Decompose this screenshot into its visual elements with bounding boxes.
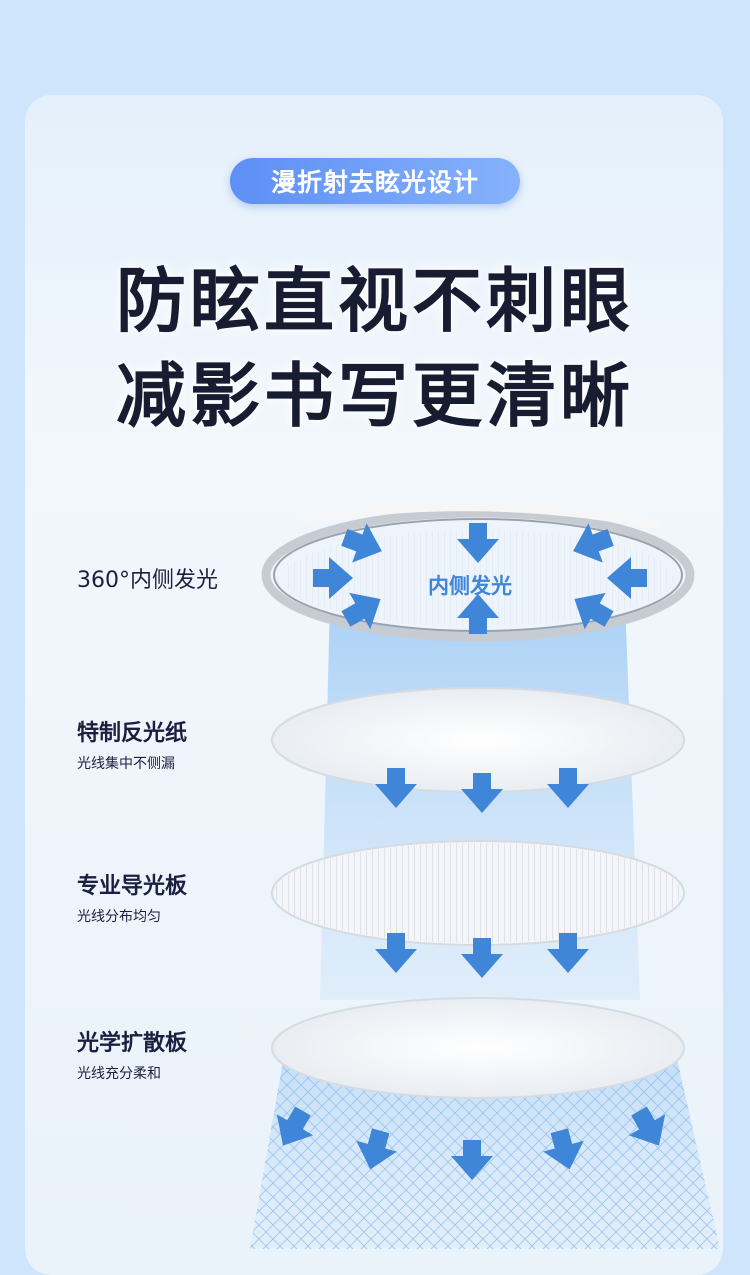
feature-badge: 漫折射去眩光设计 [230,158,520,204]
layer-subtitle: 光线充分柔和 [77,1066,161,1082]
layer-label-led: 360°内侧发光 [77,562,218,594]
layer-title: 专业导光板 [77,874,188,899]
layer-label-diffuser: 光学扩散板 光线充分柔和 [77,1025,187,1083]
layer-title: 360°内侧发光 [77,568,218,593]
diffuser-plate-disc [271,997,685,1099]
layer-subtitle: 光线分布均匀 [77,909,161,925]
layer-label-reflective: 特制反光纸 光线集中不侧漏 [77,715,187,773]
layer-subtitle: 光线集中不侧漏 [77,756,175,772]
headline-line-1: 防眩直视不刺眼 [116,260,634,342]
layer-title: 光学扩散板 [77,1031,188,1056]
headline-line-2: 减影书写更清晰 [116,355,634,437]
layer-label-guide: 专业导光板 光线分布均匀 [77,868,187,926]
layer-illustration [250,501,720,1249]
led-ring-layer [261,501,695,642]
inner-glow-label: 内侧发光 [428,574,512,598]
layer-title: 特制反光纸 [77,721,188,746]
